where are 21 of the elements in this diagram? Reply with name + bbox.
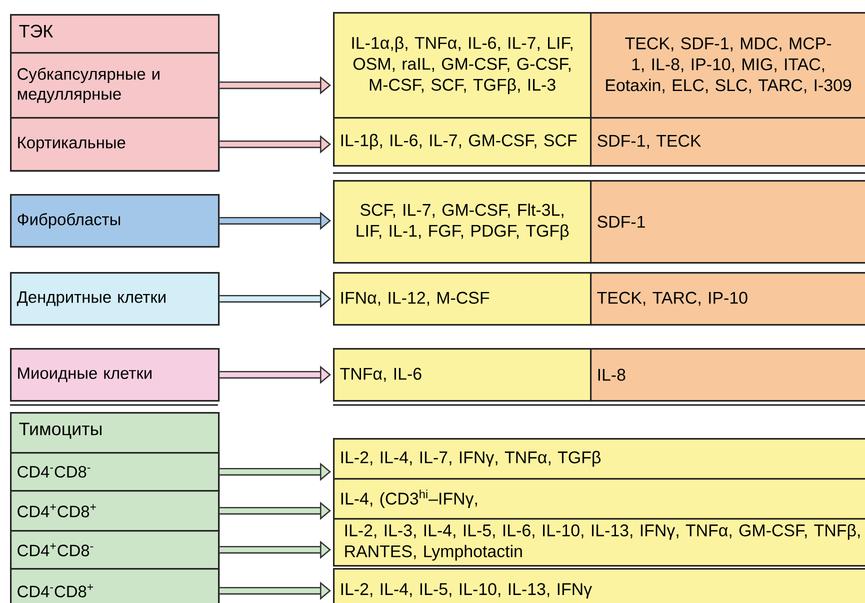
cell-type-box: Миоидные клетки bbox=[10, 348, 220, 402]
cytokine-cell: IL-2, IL-4, IL-7, IFNγ, TNFα, TGFβ bbox=[333, 438, 865, 480]
cytokine-cell: SCF, IL-7, GM-CSF, Flt-3L, LIF, IL-1, FGF, PDGF, TGFβ bbox=[333, 180, 592, 264]
cell-type-box: CD4$^{-}$CD8$^{+}$ bbox=[10, 568, 220, 603]
cell-type-box: CD4$^{+}$CD8$^{-}$ bbox=[10, 530, 220, 570]
chemokine-cell: SDF-1 bbox=[590, 180, 865, 264]
cell-type-box: Субкапсулярные и медуллярные bbox=[10, 52, 220, 119]
cell-type-box: CD4$^{-}$CD8$^{-}$ bbox=[10, 452, 220, 492]
cell-type-box: Дендритные клетки bbox=[10, 272, 220, 326]
cytokine-cell: IL-4, (CD3$^{hi}$–IFNγ, bbox=[333, 478, 865, 520]
chemokine-cell: TECK, TARC, IP-10 bbox=[590, 272, 865, 326]
cytokine-cell: IL-2, IL-3, IL-4, IL-5, IL-6, IL-10, IL-13, IFNγ, TNFα, GM-CSF, TNFβ, RANTES, Lymphotactin bbox=[333, 518, 865, 567]
cell-type-box: Кортикальные bbox=[10, 117, 220, 172]
cell-type-box: CD4$^{+}$CD8$^{+}$ bbox=[10, 490, 220, 532]
cell-type-box: Фибробласты bbox=[10, 194, 220, 248]
cytokine-cell: IL-1β, IL-6, IL-7, GM-CSF, SCF bbox=[333, 117, 592, 167]
cytokine-cell: TNFα, IL-6 bbox=[333, 348, 592, 402]
chemokine-cell: IL-8 bbox=[590, 348, 865, 402]
cytokine-cell: IFNα, IL-12, M-CSF bbox=[333, 272, 592, 326]
cytokine-cell: IL-2, IL-4, IL-5, IL-10, IL-13, IFNγ bbox=[333, 568, 865, 603]
chemokine-cell: SDF-1, TECK bbox=[590, 117, 865, 167]
